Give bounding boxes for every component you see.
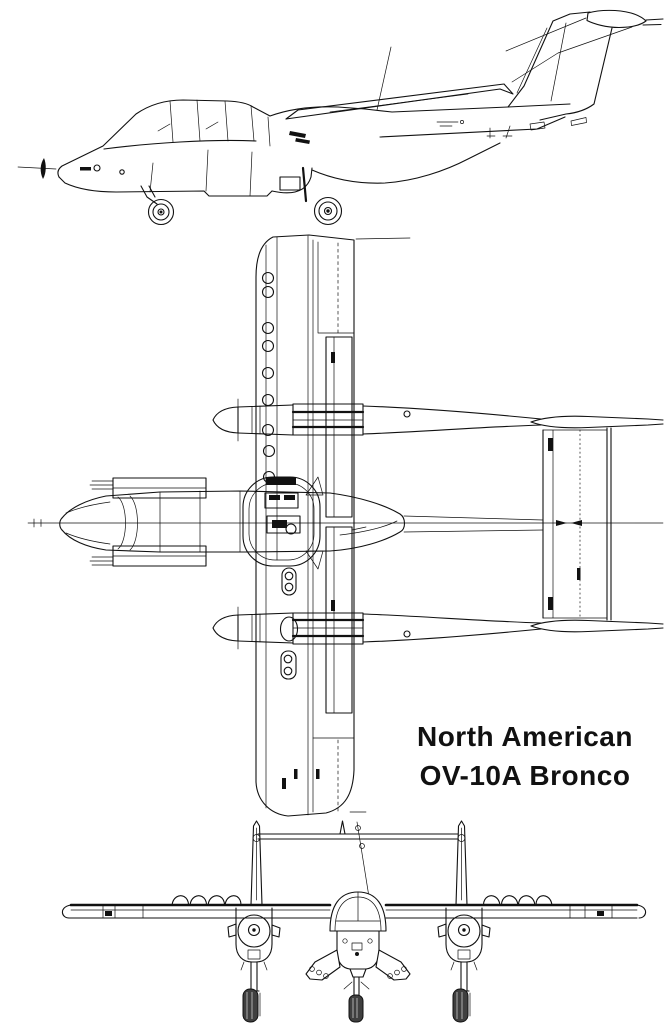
- side-view-propeller: [17, 158, 57, 179]
- top-view-centerline: [27, 520, 664, 526]
- side-view-canopy: [103, 99, 257, 150]
- title-block: North American OV-10A Bronco: [417, 721, 633, 791]
- top-view-drawing: [27, 234, 664, 817]
- front-view-tail: [250, 820, 468, 906]
- side-view-tail: [505, 9, 664, 126]
- front-view-fuselage: [305, 891, 411, 981]
- front-view-left-nacelle: [227, 907, 281, 971]
- wing-fairings: [279, 567, 299, 680]
- top-view-port-nacelle: [212, 606, 542, 650]
- top-view-fuselage: [33, 477, 544, 567]
- front-view-main-gear: [242, 961, 471, 1023]
- top-view-tailplane: [530, 415, 664, 633]
- front-view-right-nacelle: [437, 907, 491, 971]
- side-view-drawing: [17, 9, 664, 226]
- front-view-drawing: [61, 820, 647, 1023]
- wing-inspection-ports: [261, 271, 297, 535]
- side-view-fuselage: [57, 99, 571, 197]
- title-line-1: North American: [417, 721, 633, 752]
- top-view-starboard-nacelle: [212, 398, 542, 442]
- front-view-wing: [61, 895, 647, 919]
- side-view-wing: [285, 46, 514, 120]
- front-view-nose-gear: [343, 976, 370, 1023]
- title-line-2: OV-10A Bronco: [420, 760, 631, 791]
- top-view-canopy: [242, 476, 324, 570]
- side-view-landing-gear: [140, 166, 343, 226]
